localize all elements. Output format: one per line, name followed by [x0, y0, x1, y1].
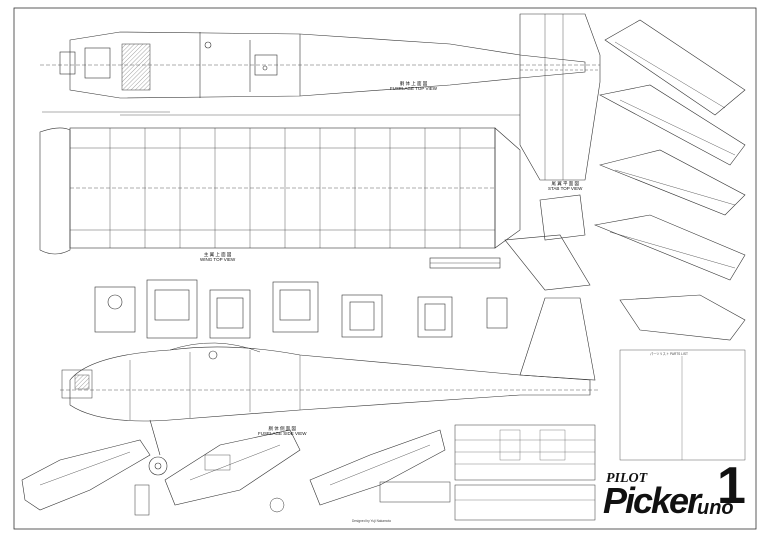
parts-list-frame	[619, 349, 746, 461]
parts-list-title: パーツリスト PARTS LIST	[650, 352, 688, 356]
brand-logo-text: PILOT	[606, 471, 648, 486]
wing-assembly-sketches	[504, 19, 746, 341]
wing-top-view	[39, 127, 521, 255]
sheet-border	[13, 7, 757, 530]
wing-top-title-en: WING TOP VIEW	[200, 257, 236, 262]
product-name: Picker	[603, 480, 701, 521]
assembly-sketches	[21, 429, 446, 516]
former-parts	[94, 257, 508, 339]
fuselage-side-title-en: FUSELAGE SIDE VIEW	[258, 431, 307, 436]
fuselage-side-title-ja: 胴 体 側 面 図	[268, 426, 297, 431]
designer-credit: Designed by Yuji Nakamoto	[352, 519, 392, 523]
fuselage-top-view-title: 胴 体 上 面 図 FUSELAGE TOP VIEW	[390, 81, 437, 91]
stab-top-view-title: 尾 翼 平 面 図 STAB TOP VIEW	[548, 181, 582, 191]
product-suffix: uno	[697, 497, 734, 519]
wing-top-view-title: 主 翼 上 面 図 WING TOP VIEW	[200, 252, 235, 262]
fuselage-top-title-ja: 胴 体 上 面 図	[399, 81, 428, 86]
fuselage-top-view	[40, 31, 600, 116]
wing-top-title-ja: 主 翼 上 面 図	[203, 252, 232, 257]
fuselage-top-title-en: FUSELAGE TOP VIEW	[390, 86, 438, 91]
stab-top-title-ja: 尾 翼 平 面 図	[551, 181, 579, 186]
fuselage-side-view	[60, 297, 600, 476]
product-number: 1	[717, 457, 746, 515]
stab-top-view	[519, 13, 601, 181]
template-parts	[379, 424, 596, 521]
fuselage-side-view-title: 胴 体 側 面 図 FUSELAGE SIDE VIEW	[258, 426, 307, 436]
stab-top-title-en: STAB TOP VIEW	[548, 186, 583, 191]
